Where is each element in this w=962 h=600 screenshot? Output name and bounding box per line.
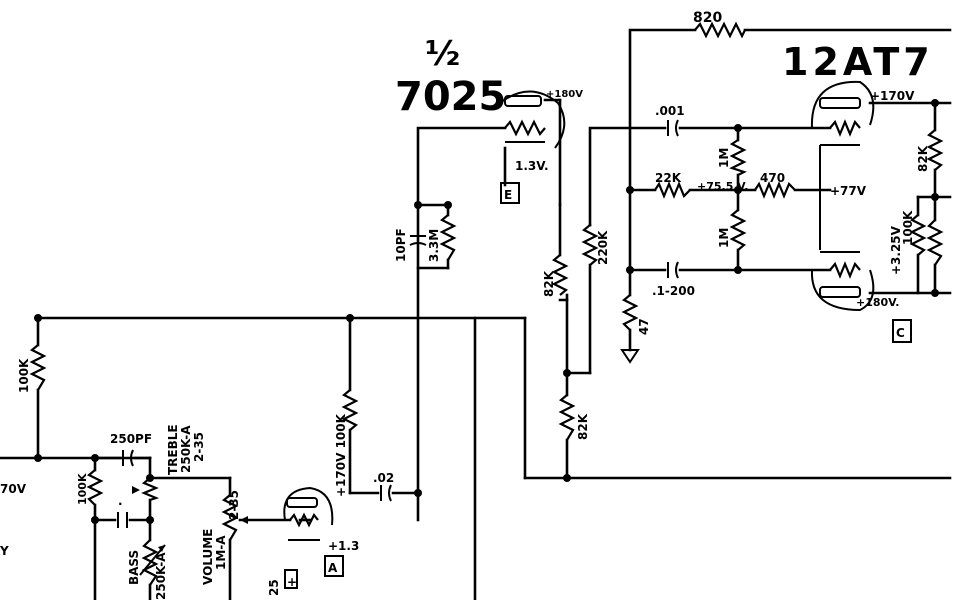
capacitor-symbols bbox=[117, 119, 679, 528]
label-100k-left: 100K bbox=[17, 358, 31, 393]
resistor-22k bbox=[654, 181, 691, 199]
test-point-e: E bbox=[504, 188, 512, 202]
label-treble-part: 2-35 bbox=[192, 432, 206, 462]
resistor-470 bbox=[754, 181, 796, 199]
label-02: .02 bbox=[373, 471, 394, 485]
tube-7025 bbox=[499, 90, 566, 149]
voltage-77: +77V bbox=[830, 184, 867, 198]
label-82k-right: 82K bbox=[916, 145, 930, 172]
voltage-180-top: +180V bbox=[546, 89, 583, 100]
label-82k-low: 82K bbox=[576, 413, 590, 440]
junction-dots bbox=[34, 99, 939, 524]
label-1-200: .1-200 bbox=[652, 284, 695, 298]
resistor-82k-low bbox=[558, 394, 576, 441]
volume-pot bbox=[221, 494, 239, 541]
voltage-170-left: 70V bbox=[0, 482, 27, 496]
capacitor-02 bbox=[380, 484, 392, 502]
bass-dot-marker: . bbox=[118, 494, 123, 508]
resistor-1m-upper bbox=[729, 139, 747, 176]
resistor-47 bbox=[621, 294, 639, 331]
label-250pf: 250PF bbox=[110, 432, 152, 446]
label-001: .001 bbox=[655, 104, 685, 118]
tube-7025-lower bbox=[283, 486, 334, 541]
label-volume-value: 1M-A bbox=[214, 535, 228, 570]
label-47: 47 bbox=[637, 318, 651, 335]
tube-12at7-label: 12AT7 bbox=[782, 40, 934, 84]
labels: ½ 7025 12AT7 820 82K 100K 22K 470 1M 1M … bbox=[0, 10, 934, 600]
label-100k-tone: 100K bbox=[76, 473, 89, 505]
label-1m-lower: 1M bbox=[717, 228, 731, 248]
potentiometers bbox=[132, 477, 248, 586]
capacitor-10pf bbox=[409, 235, 427, 246]
label-82k-mid: 82K bbox=[542, 270, 556, 297]
label-22k: 22K bbox=[655, 171, 682, 185]
resistor-82k-mid bbox=[551, 254, 569, 296]
plus-marker: + bbox=[287, 575, 297, 589]
wiring bbox=[0, 28, 952, 600]
resistor-82k-right bbox=[926, 129, 944, 171]
capacitor-001 bbox=[667, 119, 679, 137]
label-bass: BASS bbox=[127, 550, 141, 585]
voltage-75-5: +75.5 V. bbox=[697, 180, 748, 193]
resistor-100k-tone bbox=[86, 469, 104, 506]
test-point-c: C bbox=[896, 326, 905, 340]
voltage-170-right: +170V bbox=[870, 89, 915, 103]
voltage-180-right: +180V. bbox=[856, 296, 899, 309]
test-point-a: A bbox=[328, 561, 338, 575]
voltage-3-25: +3.25V bbox=[889, 225, 903, 275]
tube-half-label: ½ bbox=[425, 34, 460, 74]
resistor-220k bbox=[581, 224, 599, 266]
label-1m-upper: 1M bbox=[717, 148, 731, 168]
voltage-1-3-top: 1.3V. bbox=[515, 159, 549, 173]
label-volume: VOLUME bbox=[201, 529, 215, 585]
capacitor-250pf bbox=[122, 449, 134, 467]
resistor-820 bbox=[694, 21, 746, 39]
label-220k: 220K bbox=[596, 230, 610, 265]
label-treble: TREBLE bbox=[166, 424, 180, 475]
label-820: 820 bbox=[693, 10, 722, 26]
tube-7025-label: 7025 bbox=[395, 74, 506, 120]
label-25: 25 bbox=[267, 579, 281, 596]
capacitor-1-200 bbox=[667, 261, 679, 279]
label-100k-plate: +170V 100K bbox=[334, 413, 348, 497]
label-470: 470 bbox=[760, 171, 785, 185]
label-volume-part: 2-35 bbox=[227, 490, 241, 520]
resistor-1m-lower bbox=[729, 209, 747, 251]
resistor-100k-left bbox=[29, 344, 47, 391]
resistor-3-3m bbox=[439, 214, 457, 261]
voltage-y-left: Y bbox=[0, 544, 9, 558]
test-points bbox=[284, 182, 912, 589]
tube-12at7-upper bbox=[810, 80, 875, 250]
resistor-100k-right bbox=[909, 214, 927, 256]
label-10pf: 10PF bbox=[394, 228, 408, 262]
ground-symbol bbox=[620, 349, 640, 364]
label-100k-right: 100K bbox=[901, 210, 915, 245]
label-treble-value: 250K-A bbox=[179, 425, 193, 473]
label-bass-value: 250K-A bbox=[154, 552, 168, 600]
tube-12at7-lower bbox=[810, 251, 875, 312]
label-3-3m: 3.3M bbox=[427, 229, 441, 262]
voltage-1-3-bottom: +1.3 bbox=[328, 539, 359, 553]
treble-pot bbox=[141, 477, 160, 502]
bass-pot bbox=[141, 539, 159, 586]
resistor-symbols bbox=[29, 21, 944, 506]
resistor-100k-plate bbox=[341, 389, 359, 431]
capacitor-bass bbox=[117, 512, 128, 528]
